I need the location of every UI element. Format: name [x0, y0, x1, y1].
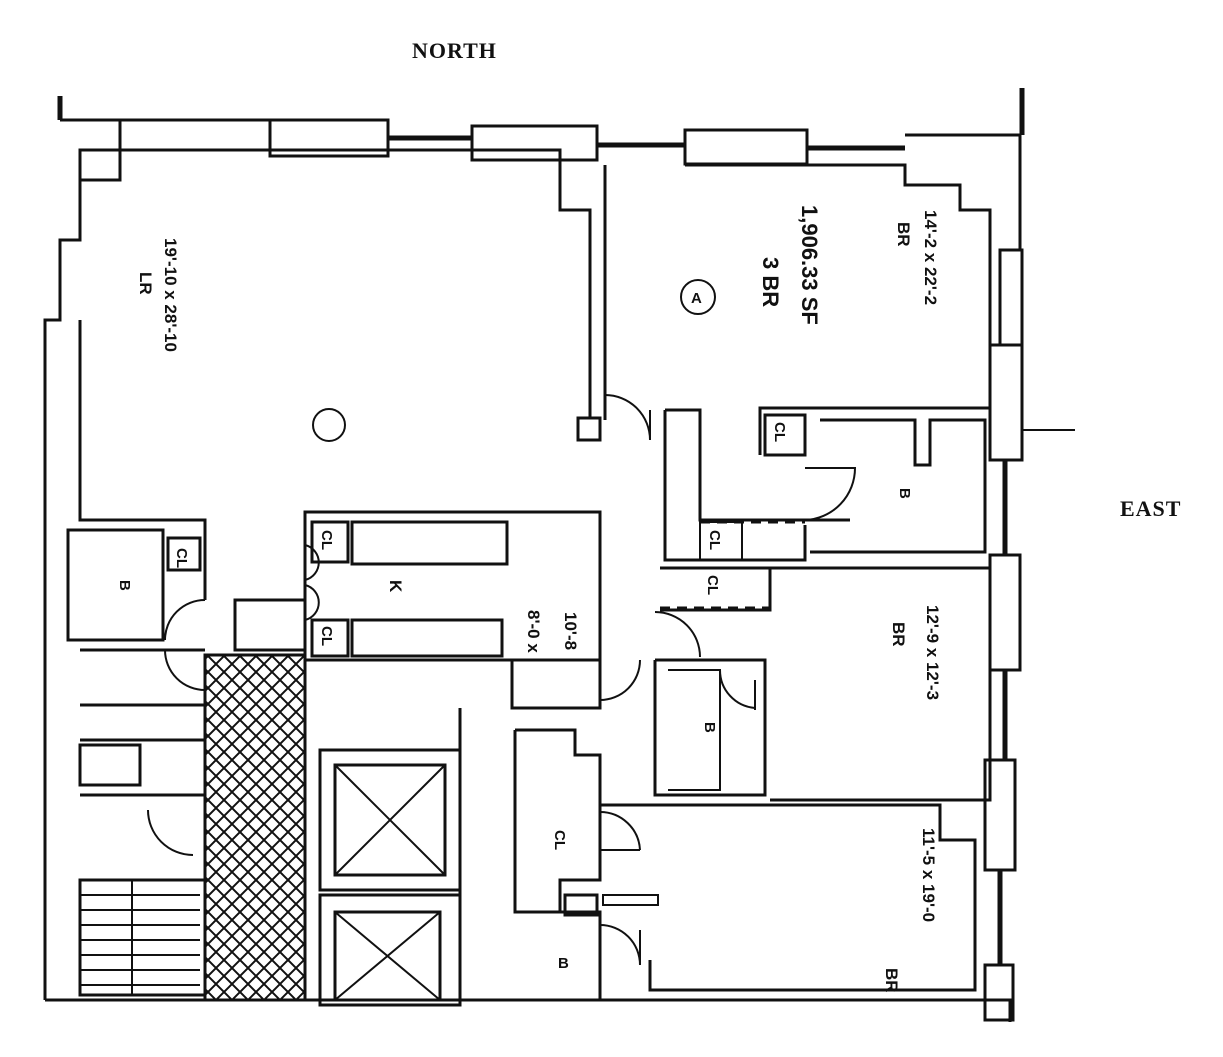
hatched-shaft	[203, 653, 307, 1002]
closet-label-kitchen-top: CL	[318, 530, 335, 550]
bath-ne-label: B	[896, 488, 913, 499]
closet-label-south: CL	[551, 830, 568, 850]
bath-south-label: B	[558, 955, 569, 972]
room-labels: LR 19'-10 x 28'-10 A 3 BR 1,906.33 SF BR…	[116, 205, 942, 993]
kitchen-label: K	[386, 580, 405, 593]
br-se-dims: 11'-5 x 19'-0	[919, 828, 938, 922]
br-ne-dims: 14'-2 x 22'-2	[921, 210, 940, 305]
ne-bath-walls	[663, 408, 987, 562]
ne-bedroom-walls	[603, 163, 992, 455]
living-room-walls	[78, 148, 602, 600]
bath-west-label: B	[116, 580, 133, 591]
east-label: EAST	[1120, 496, 1181, 521]
exterior-walls	[43, 88, 1025, 1022]
closet-label-west: CL	[173, 548, 190, 568]
svg-text:A: A	[691, 290, 702, 307]
west-core-walls	[66, 528, 307, 997]
br-mid-label: BR	[889, 622, 908, 647]
unit-type: 3 BR	[758, 257, 783, 307]
closet-label-hall-2: CL	[704, 575, 721, 595]
unit-badge: A	[680, 279, 716, 315]
br-mid-dims: 12'-9 x 12'-3	[923, 605, 942, 700]
south-closet-bath-walls	[513, 728, 659, 1000]
closet-label-kitchen-bottom: CL	[318, 626, 335, 646]
north-label: NORTH	[412, 38, 497, 63]
mid-bedroom-walls	[653, 566, 992, 802]
unit-area: 1,906.33 SF	[797, 205, 822, 325]
br-ne-label: BR	[894, 222, 913, 247]
bath-mid-label: B	[701, 722, 718, 733]
elevators	[318, 708, 462, 1007]
kitchen-walls	[303, 510, 641, 710]
kitchen-dims-b: 10'-8	[561, 612, 580, 650]
column-circle	[312, 408, 346, 442]
se-bedroom-walls	[599, 803, 977, 992]
br-se-label: BR	[882, 968, 901, 993]
closet-label-hall-1: CL	[706, 530, 723, 550]
lr-dims: 19'-10 x 28'-10	[161, 238, 180, 352]
lr-label: LR	[136, 272, 155, 295]
kitchen-dims-a: 8'-0 x	[524, 610, 543, 653]
closet-label-ne: CL	[771, 422, 788, 442]
